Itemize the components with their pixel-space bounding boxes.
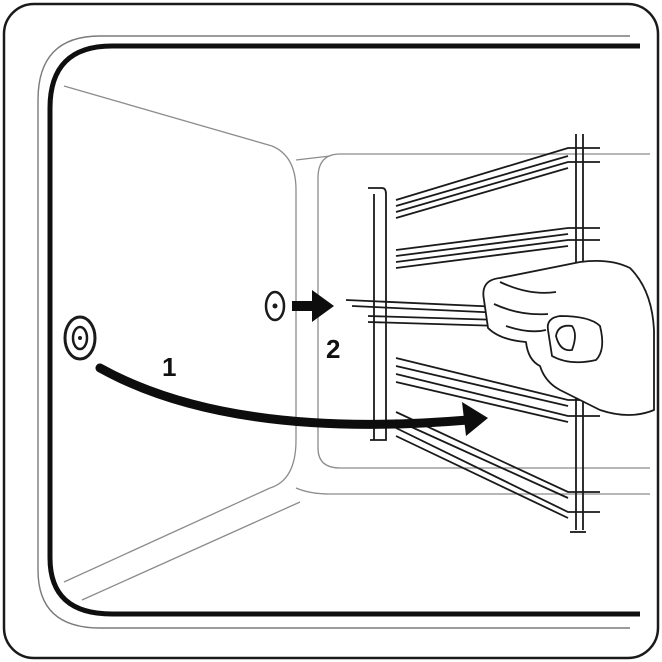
back-wall-ceiling-line <box>295 155 331 161</box>
step-2-label: 2 <box>326 334 340 364</box>
left-fixing-center <box>78 336 82 340</box>
wire-1b <box>395 155 569 207</box>
hand-finger-low <box>505 325 547 333</box>
oven-cavity-opening <box>47 43 640 617</box>
wire-1c <box>395 161 600 213</box>
wire-2a <box>395 227 600 251</box>
hand-finger-mid <box>493 303 549 316</box>
hand-thumbnail <box>555 324 576 352</box>
arrow-1-shaft <box>95 363 473 429</box>
back-wall-left-edge <box>269 145 297 489</box>
wire-5c <box>395 427 600 513</box>
left-fixing-inner-ring <box>71 325 89 351</box>
arrow-2-head <box>312 290 334 322</box>
arrow-step-2 <box>292 290 334 322</box>
arrow-1-head <box>462 402 488 436</box>
step-1-label: 1 <box>162 352 176 382</box>
arrow-2-shaft <box>292 301 316 311</box>
wire-4d <box>395 381 569 423</box>
left-wall-fixing-hole <box>63 315 97 361</box>
oven-inner-bezel <box>37 35 630 629</box>
rack-side-runner <box>345 134 600 533</box>
wire-4b <box>395 365 569 407</box>
hand-illustration <box>482 259 655 416</box>
wire-2b <box>395 233 569 257</box>
floor-back-line <box>295 487 650 495</box>
wire-5b <box>395 419 569 499</box>
hand-finger-top <box>499 281 557 294</box>
wire-4c <box>395 373 600 417</box>
wire-1d <box>395 167 569 219</box>
back-fixing-center <box>272 303 278 309</box>
arrow-step-1 <box>95 363 488 436</box>
wire-2d <box>395 245 569 269</box>
rack-left-post <box>368 187 387 441</box>
wire-5d <box>395 435 569 519</box>
wire-5a <box>395 411 600 493</box>
wire-1a <box>395 147 600 201</box>
back-wall-fixing-hole <box>264 290 286 322</box>
floor-wall-line <box>63 487 271 583</box>
wire-2c <box>395 239 600 263</box>
floor-diagonal-line <box>81 501 301 601</box>
ceiling-wall-line <box>63 85 273 147</box>
